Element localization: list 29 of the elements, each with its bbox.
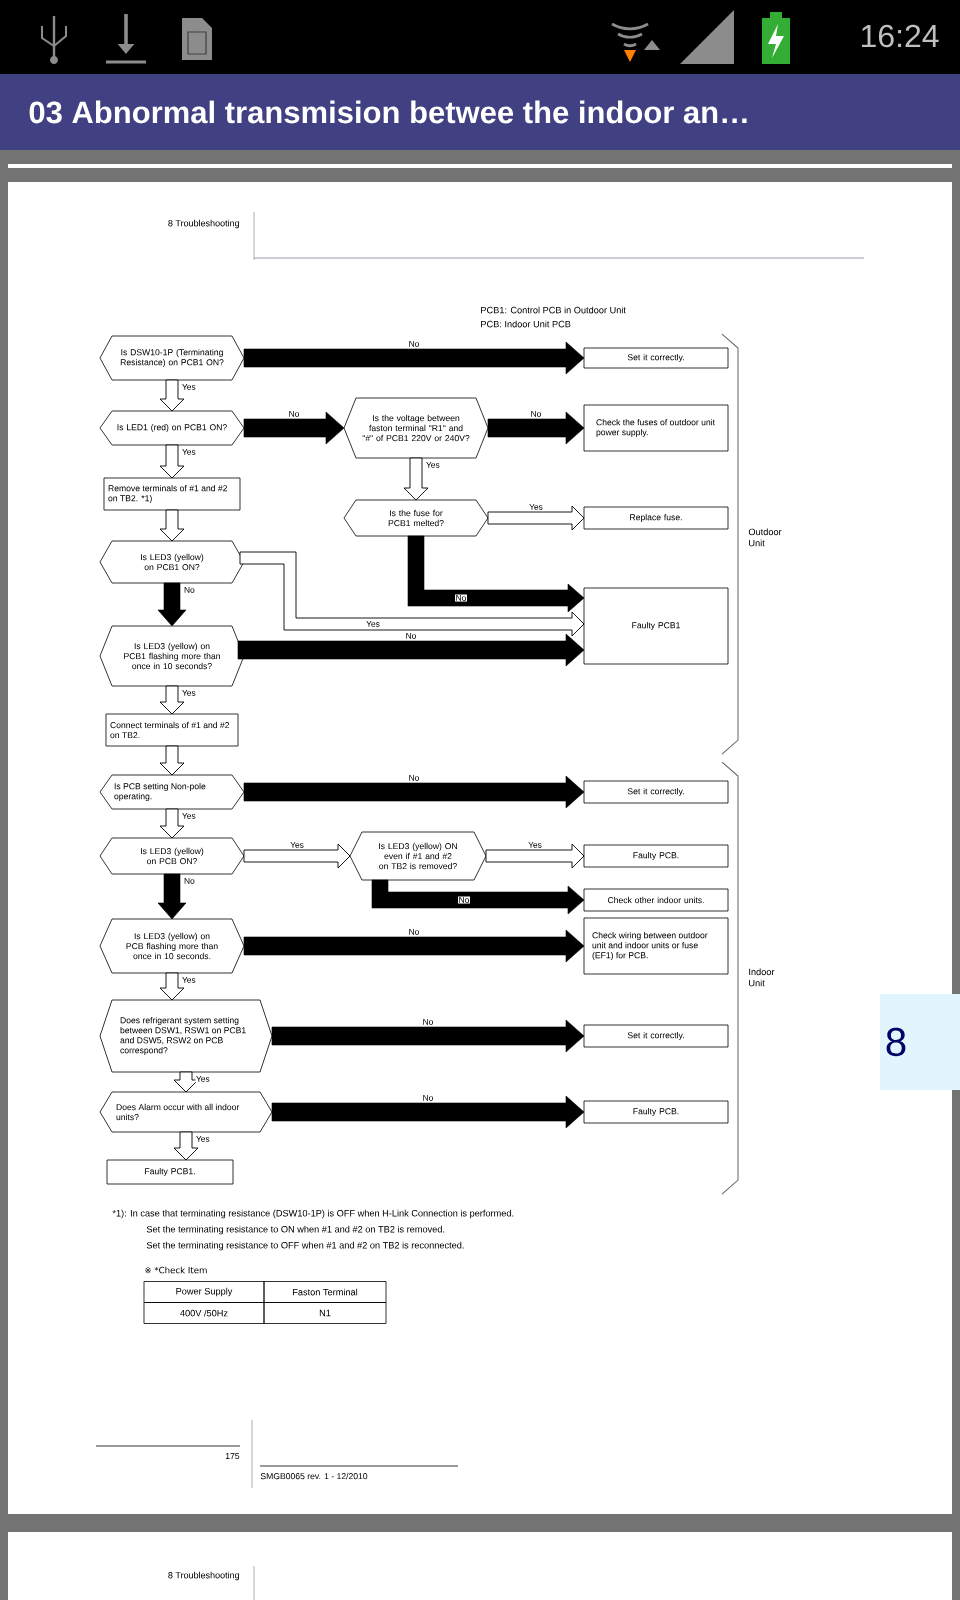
arrow <box>271 1095 585 1129</box>
arrow <box>173 1071 199 1093</box>
arrow <box>159 444 185 479</box>
arrow <box>243 843 351 869</box>
arrow <box>371 879 585 915</box>
arrow <box>159 972 185 1001</box>
arrow <box>173 1131 199 1161</box>
arrow <box>159 379 185 412</box>
app-title-bar: 03 Abnormal transmision betwee the indoor an… <box>0 74 960 150</box>
arrow <box>159 685 185 715</box>
arrow <box>157 873 187 920</box>
page-tab: 8 <box>880 994 960 1090</box>
arrow <box>403 457 429 501</box>
arrow <box>157 582 187 627</box>
arrow <box>243 929 585 963</box>
arrow <box>159 808 185 839</box>
arrow <box>243 341 585 375</box>
arrow <box>237 633 585 667</box>
arrow <box>159 745 185 776</box>
arrow <box>243 411 345 445</box>
arrow <box>271 1019 585 1053</box>
status-time: 16:24 <box>861 24 939 48</box>
arrow <box>159 509 185 542</box>
arrow <box>239 551 585 637</box>
arrow <box>407 535 585 613</box>
arrow <box>487 411 585 445</box>
arrow <box>485 843 585 869</box>
arrow <box>243 775 585 809</box>
arrow <box>487 505 585 531</box>
